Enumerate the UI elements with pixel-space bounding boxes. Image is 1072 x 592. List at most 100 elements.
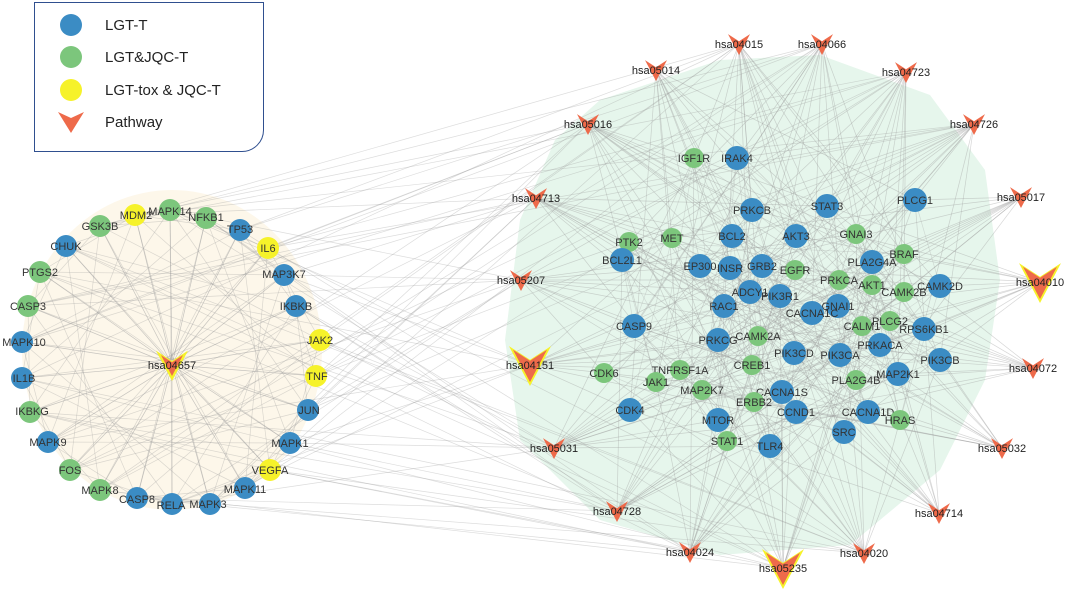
edge-line bbox=[693, 157, 873, 286]
pathway-label: hsa04713 bbox=[512, 193, 560, 205]
pathway-label: hsa05014 bbox=[632, 65, 680, 77]
edge-line bbox=[939, 359, 1003, 449]
left-cluster-node-circle bbox=[55, 235, 77, 257]
edge-line bbox=[616, 335, 759, 512]
right-cluster-node-label: PIK3CA bbox=[820, 350, 860, 362]
edge-line bbox=[529, 295, 781, 366]
edge-line bbox=[793, 320, 891, 354]
edge-line bbox=[520, 157, 738, 281]
left-cluster-node-circle bbox=[195, 207, 217, 229]
right-cluster-node-circle bbox=[862, 275, 882, 295]
left-cluster-node: VEGFA bbox=[252, 459, 289, 481]
edge-line bbox=[616, 205, 828, 512]
edge-line bbox=[867, 281, 1041, 413]
edge-line bbox=[21, 71, 907, 343]
edge-line bbox=[655, 69, 719, 341]
right-cluster-node: STAT3 bbox=[811, 194, 843, 218]
edge-line bbox=[738, 43, 753, 211]
edge-line bbox=[134, 214, 241, 231]
right-cluster-node: RAC1 bbox=[709, 294, 739, 318]
left-cluster-center-pathway: hsa04657 bbox=[148, 350, 196, 381]
edge-line bbox=[616, 259, 623, 512]
edge-line bbox=[781, 391, 784, 569]
right-cluster-node: PTK2 bbox=[615, 232, 643, 252]
edge-line bbox=[855, 233, 865, 554]
left-cluster-node-circle bbox=[297, 399, 319, 421]
edge-line bbox=[621, 259, 1034, 369]
right-cluster-node-circle bbox=[868, 333, 892, 357]
pathway-node: hsa04713 bbox=[512, 188, 560, 209]
legend-label: LGT-T bbox=[105, 16, 148, 34]
right-cluster-node-label: RPS6KB1 bbox=[899, 324, 949, 336]
right-cluster-node-label: PLCG2 bbox=[872, 316, 908, 328]
edge-line bbox=[795, 235, 1041, 283]
edge-line bbox=[65, 245, 865, 554]
edge-line bbox=[781, 391, 901, 421]
pathway-arrowhead-icon bbox=[1022, 358, 1044, 379]
edge-line bbox=[171, 305, 297, 366]
right-cluster-node: CAMK2D bbox=[917, 274, 963, 298]
edge-line bbox=[171, 274, 285, 366]
pathway-node: hsa04728 bbox=[593, 501, 641, 522]
pathway-label: hsa05016 bbox=[564, 119, 612, 131]
edge-line bbox=[529, 339, 719, 366]
edge-line bbox=[889, 71, 907, 322]
right-cluster-node-circle bbox=[770, 380, 794, 404]
edge-line bbox=[629, 69, 657, 411]
edge-line bbox=[27, 123, 975, 307]
right-cluster-node-label: CDK6 bbox=[589, 368, 618, 380]
right-cluster-node-label: CREB1 bbox=[734, 360, 771, 372]
right-cluster-node-label: PRKCG bbox=[698, 335, 737, 347]
edge-line bbox=[39, 271, 173, 366]
edge-line bbox=[21, 341, 49, 443]
edge-line bbox=[749, 291, 865, 554]
pathway-label: hsa05207 bbox=[497, 275, 545, 287]
right-cluster-node-circle bbox=[720, 224, 744, 248]
edge-line bbox=[529, 352, 795, 366]
edge-line bbox=[69, 123, 975, 471]
edge-line bbox=[29, 411, 691, 553]
edge-line bbox=[633, 325, 797, 413]
edge-line bbox=[655, 381, 691, 553]
right-cluster-node: CDK4 bbox=[615, 398, 645, 422]
left-cluster-node: MAP3K7 bbox=[262, 264, 306, 286]
right-cluster-node: CCND1 bbox=[777, 400, 815, 424]
pathway-node: hsa05207 bbox=[497, 270, 545, 291]
right-cluster-node: PRKCG bbox=[698, 328, 738, 352]
edge-line bbox=[811, 312, 881, 346]
edge-line bbox=[535, 197, 841, 356]
edge-line bbox=[29, 364, 173, 413]
edge-line bbox=[679, 196, 1022, 371]
edge-line bbox=[307, 279, 522, 411]
right-cluster-node: MTOR bbox=[702, 408, 734, 432]
edge-line bbox=[27, 305, 173, 505]
edge-line bbox=[603, 339, 719, 374]
edge-line bbox=[134, 214, 211, 505]
pathway-label: hsa05031 bbox=[530, 443, 578, 455]
pathway-node: hsa04151 bbox=[506, 346, 554, 386]
right-cluster-node: STAT1 bbox=[711, 431, 743, 451]
edge-line bbox=[655, 69, 845, 433]
edge-line bbox=[903, 253, 1041, 283]
right-cluster-node-circle bbox=[903, 188, 927, 212]
pathway-arrowhead-icon bbox=[513, 349, 547, 382]
edge-line bbox=[616, 411, 797, 512]
edge-line bbox=[205, 217, 618, 512]
edge-line bbox=[679, 369, 755, 403]
right-cluster-node-circle bbox=[928, 274, 952, 298]
edge-line bbox=[269, 469, 784, 569]
edge-line bbox=[689, 445, 771, 553]
pathway-arrowhead-icon bbox=[1010, 187, 1032, 208]
right-cluster-node-circle bbox=[784, 224, 808, 248]
edge-line bbox=[738, 43, 797, 237]
right-cluster-node-label: PRKACA bbox=[857, 340, 903, 352]
edge-line bbox=[239, 43, 823, 231]
edge-line bbox=[701, 123, 975, 391]
right-cluster-node-label: PTK2 bbox=[615, 237, 643, 249]
right-cluster-node-circle bbox=[828, 343, 852, 367]
edge-line bbox=[629, 409, 940, 514]
edge-line bbox=[629, 279, 840, 411]
edge-line bbox=[307, 197, 537, 411]
pathway-label: hsa04151 bbox=[506, 360, 554, 372]
